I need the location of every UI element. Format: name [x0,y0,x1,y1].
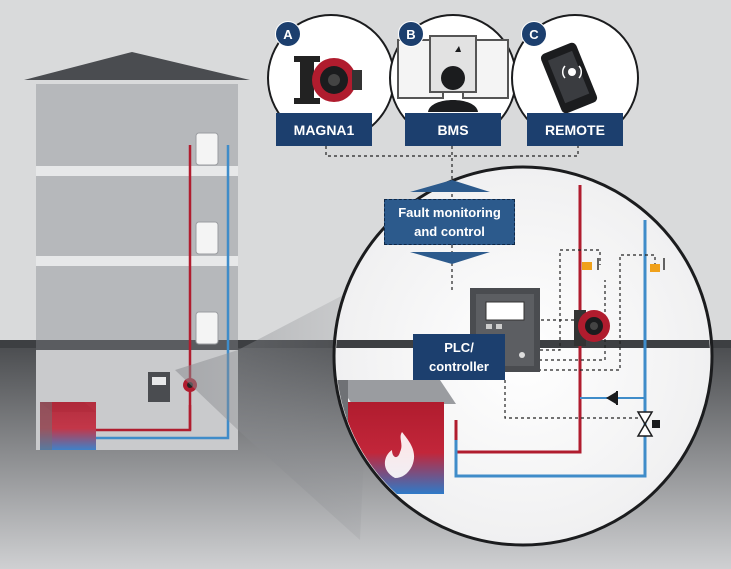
fault-monitoring-line1: Fault monitoring [398,205,501,220]
device-label-bms: BMS [405,113,501,146]
zoom-beam [175,280,372,540]
bms-monitors-icon [397,35,509,112]
device-label-magna1: MAGNA1 [276,113,372,146]
fault-monitoring-box: Fault monitoring and control [384,199,515,245]
plc-line1: PLC/ [444,340,474,355]
flame-icon [384,432,415,478]
fault-arrow-down [410,252,490,264]
plc-controller-label: PLC/ controller [413,334,505,380]
radiators [195,132,219,345]
control-wires [504,249,656,419]
zoom-pump-icon [574,310,610,346]
device-badge-c: C [521,21,547,47]
building-pipes [96,145,230,440]
device-badge-b: B [398,21,424,47]
remote-phone-icon [540,42,598,114]
device-badge-a: A [275,21,301,47]
temperature-sensors [582,258,665,272]
magna1-pump-icon [294,56,362,104]
plc-line2: controller [429,359,489,374]
small-boiler [40,402,96,450]
check-valve-icon [606,391,618,405]
device-label-remote: REMOTE [527,113,623,146]
fault-arrow-up [410,180,490,192]
motor-valve-icon [636,411,660,437]
fault-monitoring-line2: and control [414,224,485,239]
